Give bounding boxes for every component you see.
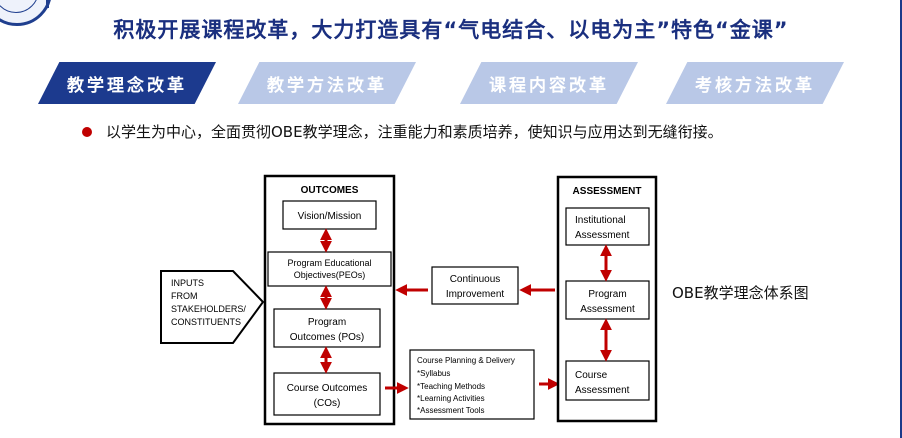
page-title: 积极开展课程改革，大力打造具有“气电结合、以电为主”特色“金课” <box>113 18 789 42</box>
tab-course-content[interactable]: 课程内容改革 <box>460 62 638 104</box>
inputs-line2: FROM <box>171 291 198 301</box>
continuous-line2: Improvement <box>446 289 505 300</box>
inputs-line4: CONSTITUENTS <box>171 317 241 327</box>
inputs-line1: INPUTS <box>171 278 204 288</box>
course-assessment-line2: Assessment <box>575 385 630 396</box>
program-assessment-line2: Assessment <box>580 304 635 315</box>
bullet-dot-icon <box>82 127 92 137</box>
institutional-assessment-box <box>565 207 650 246</box>
course-assessment-box <box>565 360 650 401</box>
bullet-text: 以学生为中心，全面贯彻OBE教学理念，注重能力和素质培养，使知识与应用达到无缝衔… <box>106 123 723 141</box>
continuous-improvement-box <box>431 266 519 305</box>
tab-assessment-methods[interactable]: 考核方法改革 <box>666 62 844 104</box>
co-label-line2: (COs) <box>314 398 341 409</box>
course-planning-line3: *Teaching Methods <box>417 382 485 391</box>
peo-label-line2: Objectives(PEOs) <box>294 270 366 280</box>
peo-box <box>267 251 392 287</box>
course-planning-line2: *Syllabus <box>417 369 450 378</box>
course-planning-box <box>409 349 535 420</box>
course-planning-line4: *Learning Activities <box>417 394 485 403</box>
tab-teaching-methods[interactable]: 教学方法改革 <box>238 62 416 104</box>
course-assessment-line1: Course <box>575 370 608 381</box>
continuous-line1: Continuous <box>450 274 501 285</box>
program-assessment-line1: Program <box>588 289 626 300</box>
inputs-shape <box>160 270 265 344</box>
course-planning-line1: Course Planning & Delivery <box>417 356 515 365</box>
outcomes-title: OUTCOMES <box>301 185 359 196</box>
right-border-rule <box>900 0 902 438</box>
program-assessment-box <box>565 280 650 320</box>
diagram-caption: OBE教学理念体系图 <box>672 284 809 302</box>
inputs-line3: STAKEHOLDERS/ <box>171 304 246 314</box>
top-divider <box>46 0 49 8</box>
institutional-line2: Assessment <box>575 230 630 241</box>
vision-mission-label: Vision/Mission <box>298 211 362 222</box>
co-box <box>273 372 381 416</box>
institutional-line1: Institutional <box>575 215 626 226</box>
po-label-line2: Outcomes (POs) <box>290 332 364 343</box>
tab-teaching-philosophy[interactable]: 教学理念改革 <box>38 62 216 104</box>
peo-label-line1: Program Educational <box>287 258 371 268</box>
co-label-line1: Course Outcomes <box>287 383 368 394</box>
course-planning-line5: *Assessment Tools <box>417 406 484 415</box>
po-label-line1: Program <box>308 317 346 328</box>
vision-mission-box <box>282 200 377 230</box>
assessment-title: ASSESSMENT <box>573 186 642 197</box>
